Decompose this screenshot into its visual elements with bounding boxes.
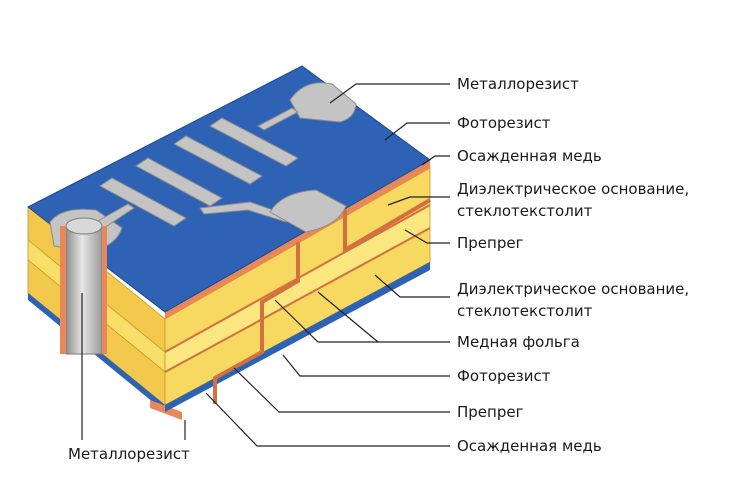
leader-dielectric-1 bbox=[387, 196, 450, 206]
leader-photoresist-top bbox=[384, 122, 450, 141]
leader-dielectric-2 bbox=[374, 274, 450, 298]
label-metalloresist-left: Металлорезист bbox=[68, 445, 190, 463]
label-metalloresist-top: Металлорезист bbox=[457, 75, 579, 93]
leader-photoresist-bottom bbox=[282, 354, 450, 377]
leader-deposited-copper-bottom bbox=[205, 392, 450, 447]
via-hole bbox=[60, 217, 107, 355]
leader-deposited-copper-top bbox=[421, 155, 450, 166]
label-dielectric-2-line1: Диэлектрическое основание, bbox=[457, 280, 690, 298]
via-plating-left bbox=[60, 226, 66, 354]
leader-lines bbox=[81, 83, 450, 447]
label-prepreg-top: Препрег bbox=[457, 234, 524, 252]
label-prepreg-bottom: Препрег bbox=[457, 403, 524, 421]
label-deposited-copper-top: Осажденная медь bbox=[457, 147, 602, 165]
leader-copper-foil-2 bbox=[317, 291, 379, 343]
copper-foil-line bbox=[164, 204, 431, 353]
pad-top-right bbox=[289, 82, 357, 123]
trace-middle bbox=[173, 135, 263, 185]
via-barrel bbox=[65, 225, 103, 355]
label-copper-foil: Медная фольга bbox=[457, 333, 580, 351]
right-layer-bottom-resist bbox=[165, 262, 430, 412]
trace-to-via bbox=[199, 201, 291, 223]
trace-lower bbox=[135, 157, 223, 207]
pad-center-right bbox=[269, 189, 347, 233]
copper-trace-inner-1 bbox=[213, 242, 300, 404]
copper-trace-inner-2 bbox=[343, 198, 432, 254]
copper-foil-line-2 bbox=[164, 227, 431, 373]
right-layer-copper-top bbox=[165, 160, 430, 319]
label-photoresist-bottom: Фоторезист bbox=[457, 367, 551, 385]
leader-prepreg-top bbox=[404, 229, 450, 244]
label-dielectric-1-line2: стеклотекстолит bbox=[457, 202, 593, 220]
via-plating-right bbox=[102, 226, 107, 354]
trace-upper bbox=[209, 117, 299, 167]
trace-bottom bbox=[99, 177, 187, 227]
leader-copper-foil-1 bbox=[274, 299, 450, 343]
label-photoresist-top: Фоторезист bbox=[457, 114, 551, 132]
label-deposited-copper-bottom: Осажденная медь bbox=[457, 437, 602, 455]
label-dielectric-2-line2: стеклотекстолит bbox=[457, 302, 593, 320]
leader-prepreg-bottom bbox=[233, 367, 450, 413]
leader-metalloresist-top bbox=[329, 83, 450, 104]
via-opening bbox=[65, 217, 103, 235]
right-face bbox=[164, 160, 432, 412]
trace-upper-stub bbox=[257, 107, 299, 131]
label-dielectric-1-line1: Диэлектрическое основание, bbox=[457, 180, 690, 198]
